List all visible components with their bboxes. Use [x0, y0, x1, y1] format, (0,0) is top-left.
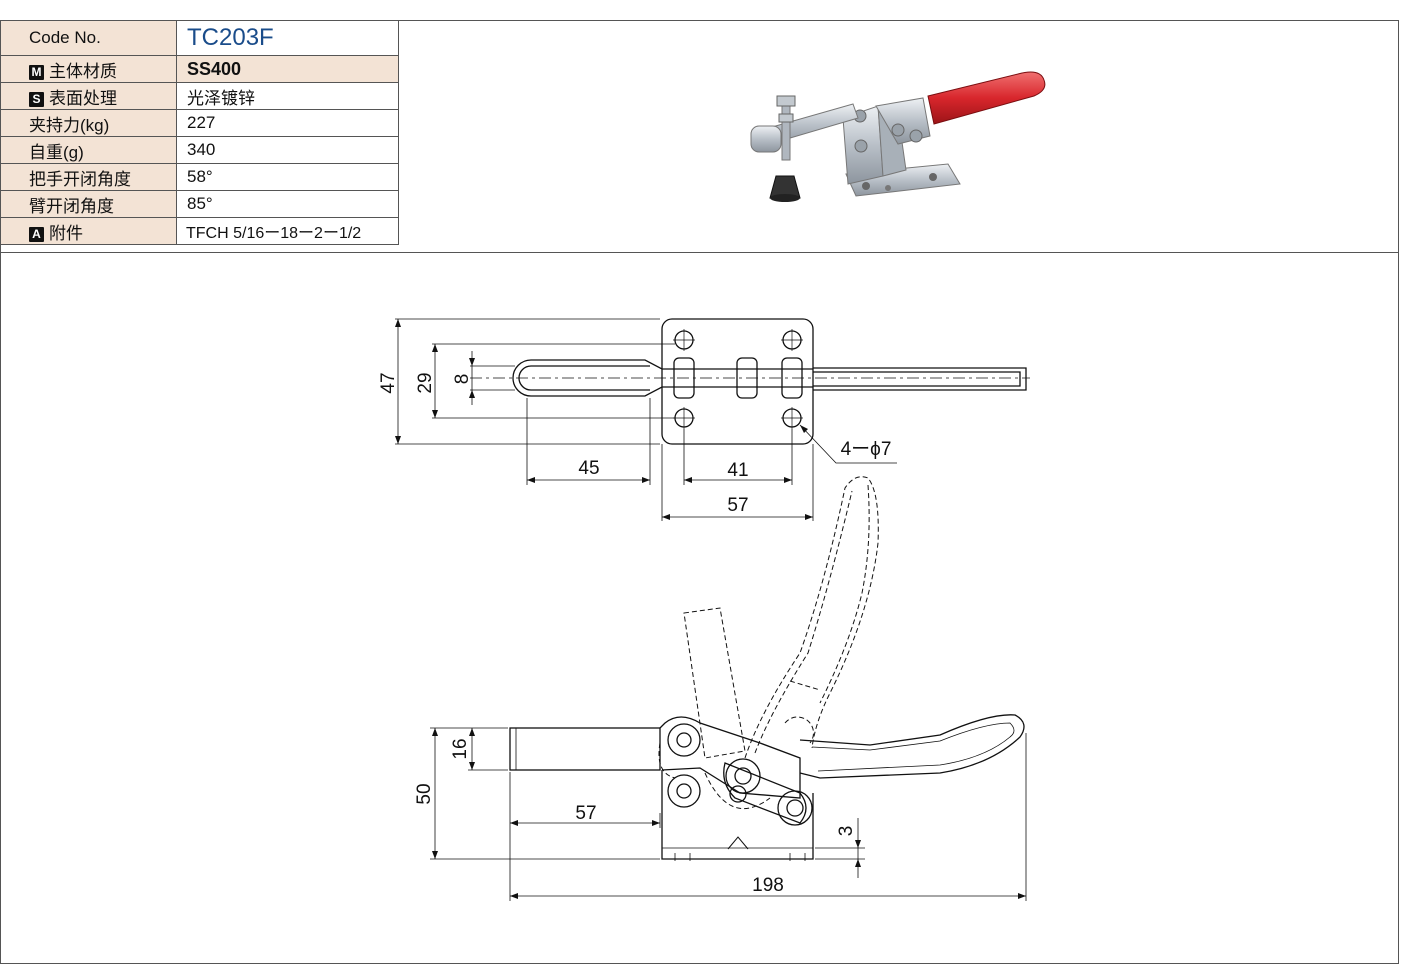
code-value: TC203F — [176, 20, 399, 56]
arm-angle-value: 85° — [176, 190, 399, 218]
side-view-arm — [659, 716, 801, 799]
dim-16: 16 — [450, 738, 471, 759]
side-view-body — [661, 770, 814, 860]
accessory-label: A 附件 — [0, 217, 177, 245]
code-label: Code No. — [0, 20, 177, 56]
spec-row-arm-angle: 臂开闭角度 85° — [0, 190, 399, 218]
dim-57-top: 57 — [727, 495, 748, 516]
weight-value: 340 — [176, 136, 399, 164]
product-photo — [750, 71, 1046, 202]
handle-angle-value: 58° — [176, 163, 399, 191]
material-value-text: SS400 — [187, 58, 242, 79]
finish-label: S 表面处理 — [0, 82, 177, 110]
side-view-spindle — [509, 727, 661, 771]
clamping-force-value: 227 — [176, 109, 399, 137]
finish-badge: S — [29, 91, 44, 107]
weight-label: 自重(g) — [0, 136, 177, 164]
dim-47: 47 — [378, 372, 399, 393]
hole-callout: 4ーϕ7 — [841, 439, 892, 460]
accessory-value: TFCH 5/16ー18ー2ー1/2 — [176, 217, 399, 245]
dim-45: 45 — [578, 458, 599, 479]
spec-table: Code No. TC203F M 主体材质 SS400 S 表面处理 光泽镀锌 夹… — [0, 20, 399, 245]
dim-198: 198 — [752, 875, 784, 896]
clamping-force-label: 夹持力(kg) — [0, 109, 177, 137]
dim-57-side: 57 — [575, 803, 596, 824]
dim-41: 41 — [727, 460, 748, 481]
spec-row-clamping-force: 夹持力(kg) 227 — [0, 109, 399, 137]
dim-29: 29 — [415, 372, 436, 393]
material-value: SS400 — [176, 55, 399, 83]
arm-angle-label: 臂开闭角度 — [0, 190, 177, 218]
dim-50: 50 — [414, 783, 435, 804]
accessory-label-text: 附件 — [49, 223, 83, 243]
material-label: M 主体材质 — [0, 55, 177, 83]
spec-row-accessory: A 附件 TFCH 5/16ー18ー2ー1/2 — [0, 217, 399, 245]
accessory-badge: A — [29, 226, 44, 242]
top-view-handle — [813, 367, 1027, 391]
dim-3: 3 — [836, 826, 857, 837]
material-badge: M — [29, 64, 44, 80]
code-value-text: TC203F — [187, 24, 274, 51]
top-view-base-plate — [661, 318, 814, 445]
section-divider — [0, 252, 1399, 253]
spec-row-code: Code No. TC203F — [0, 20, 399, 56]
material-label-text: 主体材质 — [49, 61, 117, 81]
technical-drawing: 47 29 8 45 41 57 4ーϕ7 16 50 57 3 198 — [378, 318, 1030, 901]
finish-label-text: 表面处理 — [49, 88, 117, 108]
handle-angle-label: 把手开闭角度 — [0, 163, 177, 191]
spec-row-weight: 自重(g) 340 — [0, 136, 399, 164]
page-frame — [0, 20, 1399, 964]
dim-8: 8 — [452, 374, 473, 385]
spec-row-finish: S 表面处理 光泽镀锌 — [0, 82, 399, 110]
finish-value: 光泽镀锌 — [176, 82, 399, 110]
spec-row-handle-angle: 把手开闭角度 58° — [0, 163, 399, 191]
spec-row-material: M 主体材质 SS400 — [0, 55, 399, 83]
side-view-handle — [799, 714, 1025, 779]
